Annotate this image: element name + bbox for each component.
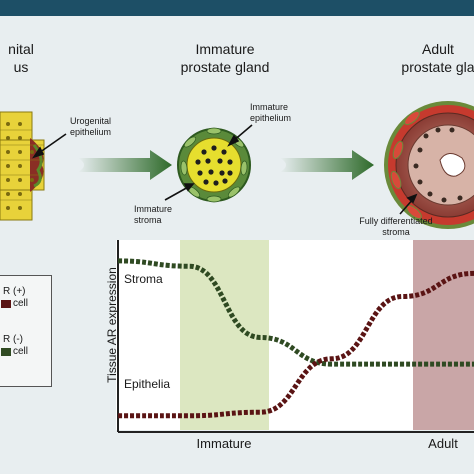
stage-title-immature: Immature prostate gland <box>160 40 290 76</box>
callout-immature-epithelium-line1: Immature <box>250 102 289 112</box>
stage-title-adult: Adult prostate gla <box>388 40 474 76</box>
stage-title-adult-line1: Adult <box>422 41 454 57</box>
callout-urogenital-epithelium-line2: epithelium <box>70 127 112 137</box>
callout-immature-epithelium-line2: epithelium <box>250 113 292 123</box>
urogenital-sinus-illustration <box>0 111 45 221</box>
callout-urogenital-epithelium-line1: Urogenital <box>70 116 112 126</box>
legend: R (+) cell R (-) cell <box>0 275 52 387</box>
x-tick-label-adult: Adult <box>428 436 458 451</box>
progression-arrow-1 <box>78 150 172 180</box>
immature-gland-illustration <box>177 127 251 203</box>
y-axis-label: Tissue AR expression <box>105 267 119 383</box>
x-tick-label-immature: Immature <box>197 436 252 451</box>
series-line-stroma <box>117 258 474 367</box>
legend-positive-swatch <box>1 300 11 308</box>
callout-arrows <box>32 124 418 215</box>
stage-title-urogenital: nital us <box>0 40 46 76</box>
progression-arrow-2 <box>280 150 374 180</box>
callout-fully-differentiated-stroma-line1: Fully differentiated <box>359 216 433 226</box>
callout-immature-stroma-line2: stroma <box>134 215 162 225</box>
callout-urogenital-epithelium: Urogenital epithelium <box>70 116 111 138</box>
stage-title-adult-line2: prostate gla <box>401 59 474 75</box>
legend-positive-cell: cell <box>13 298 29 309</box>
stage-title-immature-line2: prostate gland <box>180 59 270 75</box>
stage-title-immature-line1: Immature <box>195 41 255 57</box>
series-line-epithelia <box>118 270 474 419</box>
series-label-epithelia: Epithelia <box>124 377 170 391</box>
adult-gland-illustration <box>384 101 474 229</box>
callout-fully-differentiated-stroma: Fully differentiated stroma <box>346 216 446 238</box>
callout-immature-epithelium: Immature epithelium <box>250 102 291 124</box>
callout-immature-stroma: Immature stroma <box>134 204 172 226</box>
stage-title-urogenital-line1: nital <box>8 41 34 57</box>
stage-title-urogenital-line2: us <box>13 59 29 75</box>
callout-fully-differentiated-stroma-line2: stroma <box>382 227 410 237</box>
top-band <box>0 0 474 16</box>
legend-negative-swatch <box>1 348 11 356</box>
legend-negative-cell: cell <box>13 346 29 357</box>
legend-positive-label: R (+) <box>3 286 26 297</box>
legend-negative-label: R (-) <box>3 334 23 345</box>
callout-immature-stroma-line1: Immature <box>134 204 173 214</box>
shaded-region-adult <box>413 240 474 430</box>
series-label-stroma: Stroma <box>124 272 163 286</box>
